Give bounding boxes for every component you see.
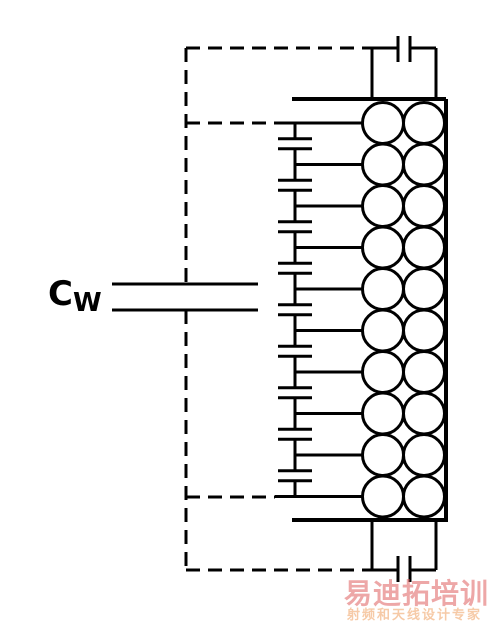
turn-circle [402, 101, 446, 145]
turn-circle [361, 391, 405, 436]
winding-turns [361, 101, 446, 519]
turn-circle [361, 433, 405, 477]
watermark-subtitle: 射频和天线设计专家 [347, 608, 483, 623]
turn-circle [402, 142, 446, 187]
turn-circle [361, 350, 405, 394]
watermark-title: 易迪拓培训 [344, 577, 490, 610]
turn-circle [361, 101, 405, 145]
dashed-loop [184, 46, 372, 572]
inter-turn-capacitor-ladder [275, 121, 362, 498]
turn-circle [402, 308, 446, 353]
cw-label: CW [48, 274, 102, 318]
turn-circle [402, 225, 446, 270]
turn-circle [402, 474, 446, 519]
bottom-capacitor [370, 520, 438, 582]
cw-label-subscript: W [72, 288, 102, 318]
turn-circle [402, 350, 446, 394]
turn-circle [402, 391, 446, 436]
turn-circle [402, 433, 446, 477]
cw-label-main: C [48, 274, 73, 314]
cw-capacitor [112, 282, 258, 312]
turn-circle [361, 225, 405, 270]
turn-circle [361, 267, 405, 311]
turn-circle [361, 474, 405, 519]
turn-circle [402, 184, 446, 228]
turn-circle [361, 142, 405, 187]
turn-circle [361, 308, 405, 353]
winding-frame [292, 97, 448, 522]
turn-circle [361, 184, 405, 228]
top-capacitor [370, 36, 438, 99]
turn-circle [402, 267, 446, 311]
